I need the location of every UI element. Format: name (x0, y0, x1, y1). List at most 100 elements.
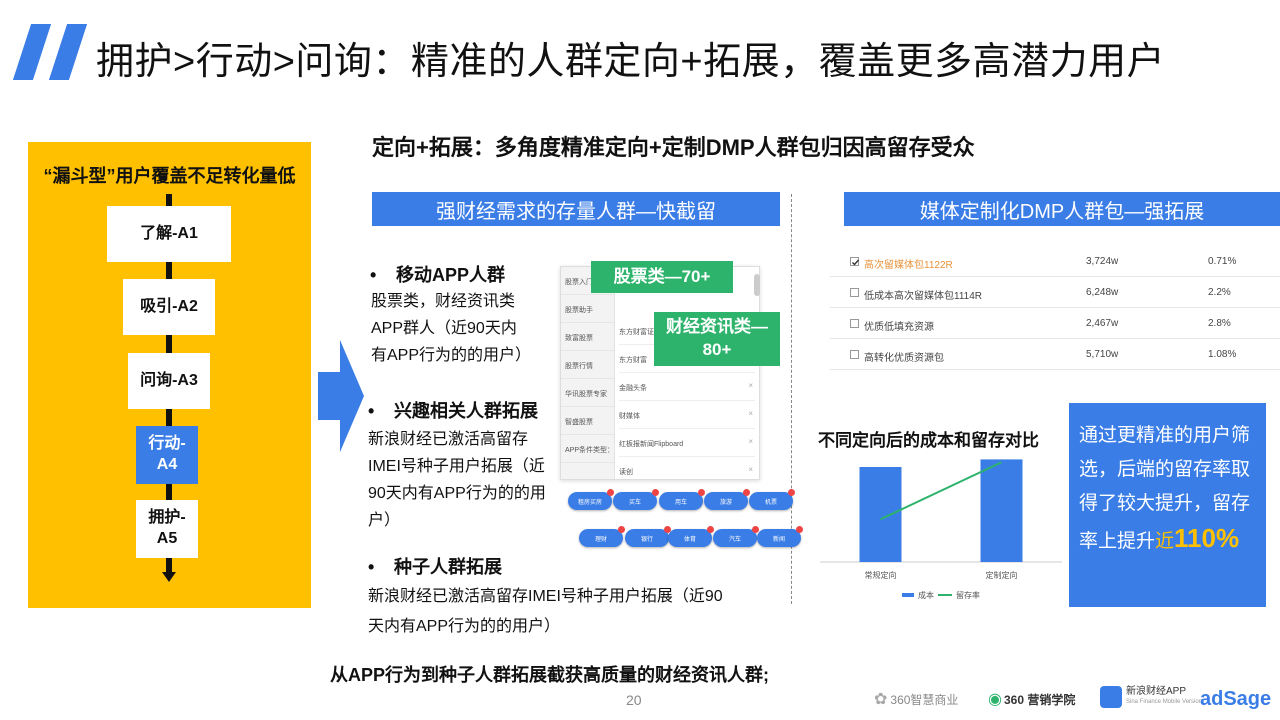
logo-text: adSage (1200, 687, 1272, 710)
bullet-2-line: IMEI号种子用户拓展（近 (368, 458, 545, 475)
package-name: 低成本高次留媒体包1114R (864, 291, 982, 302)
close-icon[interactable] (707, 526, 714, 533)
bullet-2-title-text: 兴趣相关人群拓展 (394, 401, 538, 421)
page-title: 拥护>行动>问询：精准的人群定向+拓展，覆盖更多高潜力用户 (96, 41, 1166, 83)
bullet-3-line: 天内有APP行为的的用户） (368, 618, 561, 635)
close-icon[interactable] (788, 489, 795, 496)
close-icon[interactable] (796, 526, 803, 533)
app-list-scrollbar[interactable] (754, 274, 760, 296)
app-selected-name: 财媒体 (619, 413, 640, 420)
close-icon[interactable] (618, 526, 625, 533)
cost-retention-chart: 常规定向定制定向成本留存率 (820, 459, 1062, 600)
bullet-3-title: •种子人群拓展 (368, 553, 502, 579)
package-name: 高次留媒体包1122R (864, 260, 953, 271)
bullet-1-line: 有APP行为的的用户） (371, 347, 532, 364)
interest-pill[interactable]: 租房买房 (568, 489, 614, 510)
package-name: 优质低填充资源 (864, 322, 934, 333)
legend-label-cost: 成本 (918, 590, 934, 600)
package-rate: 0.71% (1208, 256, 1237, 267)
app-category-item[interactable]: 致富股票 (561, 323, 614, 351)
app-selected-name: 东方财富 (619, 357, 647, 364)
checkbox[interactable] (850, 319, 859, 328)
app-list-mockup: 股票入门 股票助手 致富股票 股票行情 华讯股票专家 智盛股票 APP条件类型：… (560, 266, 760, 480)
logo-text: 新浪财经APP (1126, 686, 1187, 697)
pill-label: 体育 (683, 536, 696, 543)
funnel-panel: “漏斗型”用户覆盖不足转化量低 了解-A1 吸引-A2 问询-A3 行动-A4 … (28, 142, 311, 608)
callout-text: 通过更精准的用户筛选，后端的留存率取得了较大提升，留存率上提升 (1079, 425, 1251, 552)
remove-icon[interactable]: × (748, 381, 753, 390)
app-selected-item[interactable]: 财媒体 × (619, 401, 755, 429)
tag-stocks: 股票类—70+ (591, 261, 733, 293)
pill-label: 买车 (628, 499, 641, 506)
app-selected-item[interactable]: 读创× (619, 457, 755, 479)
bullet-dot: • (368, 557, 375, 577)
logo-text: 360智慧商业 (890, 692, 959, 707)
chart-x-tick-label: 常规定向 (865, 570, 897, 580)
interest-pill[interactable]: 理财 (579, 526, 625, 547)
interest-pill[interactable]: 旅游 (704, 489, 750, 510)
app-category-item[interactable]: 华讯股票专家 (561, 379, 614, 407)
footer-summary: 从APP行为到种子人群拓展截获高质量的财经资讯人群; (330, 665, 770, 685)
interest-pill[interactable]: 买车 (613, 489, 659, 510)
banner-right: 媒体定制化DMP人群包—强拓展 (844, 192, 1280, 226)
callout-highlight: 110% (1174, 523, 1240, 553)
app-category-item[interactable]: 股票行情 (561, 351, 614, 379)
app-selected-name: 金融头条 (619, 385, 647, 392)
pill-label: 汽车 (728, 536, 741, 543)
app-category-column: 股票入门 股票助手 致富股票 股票行情 华讯股票专家 智盛股票 APP条件类型： (561, 267, 615, 479)
app-category-item[interactable]: 股票助手 (561, 295, 614, 323)
chart-bar (980, 459, 1023, 562)
check-icon (852, 259, 860, 266)
package-count: 3,724w (1086, 256, 1119, 267)
close-icon[interactable] (743, 489, 750, 496)
app-category-item[interactable]: 智盛股票 (561, 407, 614, 435)
dmp-package-table: 高次留媒体包1122R 3,724w 0.71% 低成本高次留媒体包1114R … (830, 246, 1280, 370)
checkbox[interactable] (850, 288, 859, 297)
bullet-2-line: 90天内有APP行为的的用 (368, 485, 546, 502)
app-category-item[interactable]: 股票入门 (561, 267, 614, 295)
table-row[interactable]: 高次留媒体包1122R 3,724w 0.71% (830, 246, 1280, 277)
right-arrow-icon (318, 340, 364, 452)
close-icon[interactable] (652, 489, 659, 496)
bullet-3-line: 新浪财经已激活高留存IMEI号种子用户拓展（近90 (368, 588, 723, 605)
remove-icon[interactable]: × (748, 409, 753, 418)
funnel-stage-a5-label: 拥护-A5 (148, 509, 186, 547)
ring-icon: ◉ (988, 691, 1002, 708)
funnel-arrow-head (162, 572, 176, 582)
interest-pill[interactable]: 银行 (625, 526, 671, 547)
column-divider (791, 194, 792, 604)
close-icon[interactable] (698, 489, 705, 496)
bullet-2-title: •兴趣相关人群拓展 (368, 397, 538, 423)
checkbox[interactable] (850, 350, 859, 359)
interest-pill[interactable]: 机票 (749, 489, 795, 510)
app-selected-item[interactable]: 东方财富 (619, 345, 755, 373)
app-selected-item[interactable]: 红板报新闻Flipboard × (619, 429, 755, 457)
remove-icon[interactable]: × (748, 465, 753, 474)
header-slash-1 (12, 24, 52, 80)
logo-subtext: Sina Finance Mobile Version (1126, 699, 1203, 705)
interest-pill[interactable]: 体育 (668, 526, 714, 547)
table-row[interactable]: 高转化优质资源包 5,710w 1.08% (830, 339, 1280, 370)
interest-pill[interactable]: 用车 (659, 489, 705, 510)
close-icon[interactable] (664, 526, 671, 533)
package-count: 2,467w (1086, 318, 1119, 329)
close-icon[interactable] (607, 489, 614, 496)
interest-pill[interactable]: 新闻 (757, 526, 803, 547)
funnel-stage-a3: 问询-A3 (128, 353, 210, 409)
table-row[interactable]: 优质低填充资源 2,467w 2.8% (830, 308, 1280, 339)
legend-label-retention: 留存率 (956, 590, 980, 600)
pill-label: 理财 (594, 536, 607, 543)
remove-icon[interactable]: × (748, 437, 753, 446)
bullet-2-line: 新浪财经已激活高留存 (368, 431, 529, 448)
flower-icon: ✿ (874, 691, 888, 708)
bullet-1-line: 股票类，财经资讯类 (371, 293, 516, 310)
bullet-1-body: 股票类，财经资讯类 APP群人（近90天内 有APP行为的的用户） (371, 288, 561, 369)
checkbox[interactable] (850, 257, 860, 266)
table-row[interactable]: 低成本高次留媒体包1114R 6,248w 2.2% (830, 277, 1280, 308)
pill-label: 银行 (640, 536, 653, 543)
close-icon[interactable] (752, 526, 759, 533)
app-selected-item[interactable]: 金融头条 × (619, 373, 755, 401)
bullet-1-title-text: 移动APP人群 (396, 265, 506, 285)
app-selected-name: 红板报新闻Flipboard (619, 441, 684, 448)
interest-pill[interactable]: 汽车 (713, 526, 759, 547)
